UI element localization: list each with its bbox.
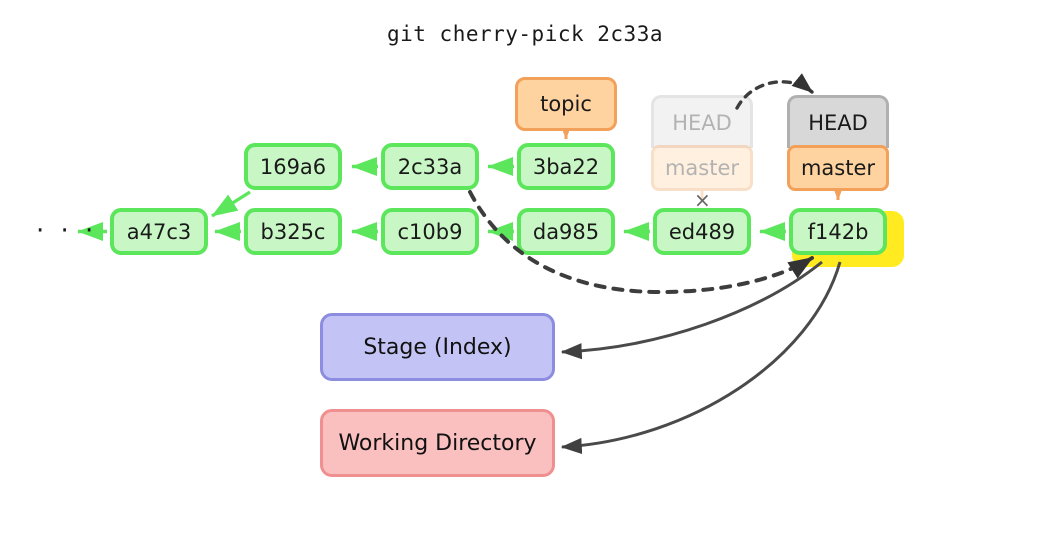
commit-node-a47c3[interactable]: a47c3: [110, 208, 208, 255]
commit-node-3ba22[interactable]: 3ba22: [517, 143, 615, 190]
commit-node-f142b[interactable]: f142b: [789, 208, 887, 255]
commit-hash: a47c3: [126, 219, 192, 244]
commit-node-da985[interactable]: da985: [517, 208, 615, 255]
cross-out-icon: ×: [694, 188, 711, 212]
commit-node-c10b9[interactable]: c10b9: [381, 208, 479, 255]
working-directory-box[interactable]: Working Directory: [320, 409, 555, 477]
branch-label-text: topic: [540, 92, 592, 116]
head-move-dashed-arrow: [735, 73, 814, 110]
commit-to-stage-arrow: [560, 260, 823, 360]
commit-hash: b325c: [260, 219, 326, 244]
stage-index-label: Stage (Index): [363, 334, 512, 360]
commit-parent-links: [77, 156, 786, 242]
head-label-new[interactable]: HEAD: [787, 95, 889, 148]
commit-hash: 3ba22: [532, 154, 600, 179]
commit-hash: da985: [532, 219, 600, 244]
branch-label-text: master: [664, 156, 740, 180]
diagram-title: git cherry-pick 2c33a: [386, 22, 663, 46]
head-label-text: HEAD: [808, 111, 868, 135]
stage-index-box[interactable]: Stage (Index): [320, 313, 555, 381]
branch-label-text: master: [800, 156, 876, 180]
commit-hash: f142b: [807, 219, 869, 244]
branch-label-master-old: master: [651, 145, 753, 191]
commit-to-working-directory-arrow: [560, 261, 842, 454]
commit-node-169a6[interactable]: 169a6: [244, 143, 342, 190]
commit-node-b325c[interactable]: b325c: [244, 208, 342, 255]
head-label-old: HEAD: [651, 95, 753, 148]
ref-pointer-arrows: [557, 116, 847, 201]
commit-hash: 169a6: [259, 154, 327, 179]
commit-hash: c10b9: [397, 219, 463, 244]
working-directory-label: Working Directory: [338, 430, 537, 456]
head-label-text: HEAD: [672, 111, 732, 135]
commit-hash: ed489: [668, 219, 736, 244]
commit-hash: 2c33a: [397, 154, 463, 179]
commit-node-ed489[interactable]: ed489: [653, 208, 751, 255]
commit-node-2c33a[interactable]: 2c33a: [381, 143, 479, 190]
cherry-pick-dashed-arrow: [468, 190, 814, 295]
